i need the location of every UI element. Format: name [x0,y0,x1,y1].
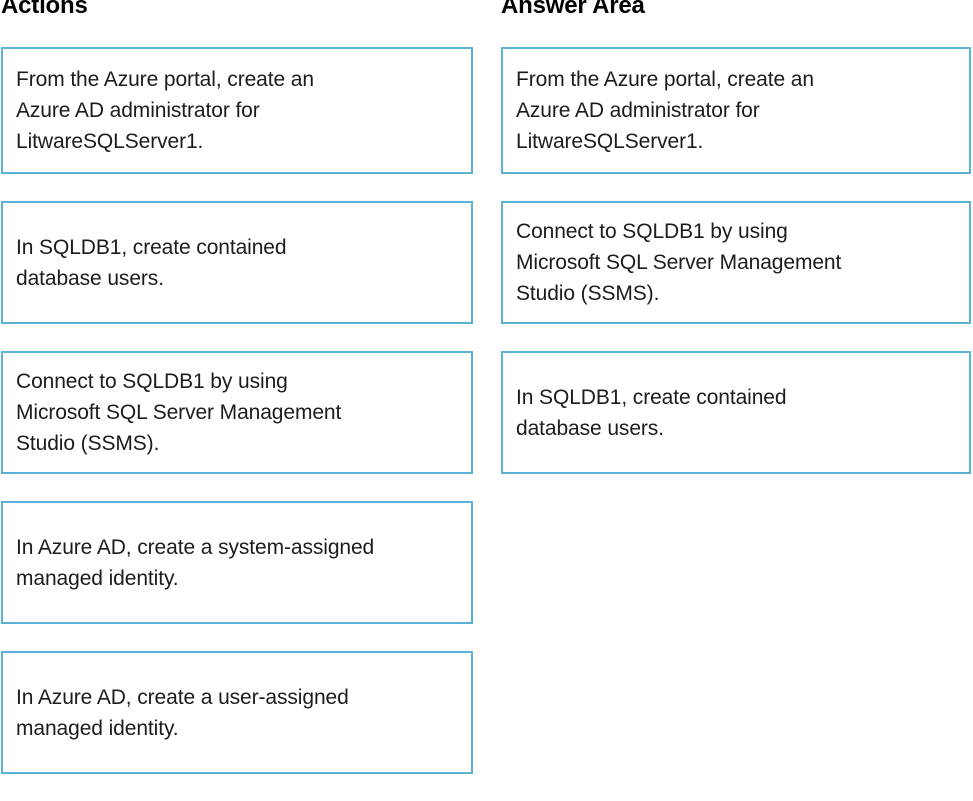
action-card-3[interactable]: Connect to SQLDB1 by using Microsoft SQL… [1,351,473,474]
answer-area-column-heading: Answer Area [501,0,645,19]
answer-card-3[interactable]: In SQLDB1, create contained database use… [501,351,971,474]
action-card-1-text: From the Azure portal, create an Azure A… [16,68,314,153]
action-card-2[interactable]: In SQLDB1, create contained database use… [1,201,473,324]
actions-column-heading: Actions [1,0,88,19]
action-card-5-text: In Azure AD, create a user-assigned mana… [16,685,349,740]
answer-card-1-text: From the Azure portal, create an Azure A… [516,68,814,153]
action-card-2-text: In SQLDB1, create contained database use… [16,235,287,290]
drag-and-drop-board: Actions From the Azure portal, create an… [1,0,971,774]
answer-area-card-list[interactable]: From the Azure portal, create an Azure A… [501,47,971,501]
action-card-1[interactable]: From the Azure portal, create an Azure A… [1,47,473,174]
action-card-4-text: In Azure AD, create a system-assigned ma… [16,535,375,590]
answer-card-2-text: Connect to SQLDB1 by using Microsoft SQL… [516,220,842,305]
answer-card-1[interactable]: From the Azure portal, create an Azure A… [501,47,971,174]
action-card-3-text: Connect to SQLDB1 by using Microsoft SQL… [16,370,342,455]
actions-card-list: From the Azure portal, create an Azure A… [1,47,473,801]
answer-card-3-text: In SQLDB1, create contained database use… [516,385,787,440]
action-card-4[interactable]: In Azure AD, create a system-assigned ma… [1,501,473,624]
actions-column: Actions From the Azure portal, create an… [1,0,473,774]
answer-card-2[interactable]: Connect to SQLDB1 by using Microsoft SQL… [501,201,971,324]
action-card-5[interactable]: In Azure AD, create a user-assigned mana… [1,651,473,774]
answer-area-column: Answer Area From the Azure portal, creat… [501,0,971,474]
